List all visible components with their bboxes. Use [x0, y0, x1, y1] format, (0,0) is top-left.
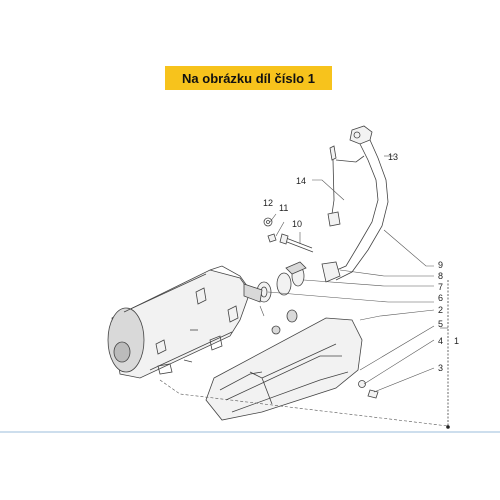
callout-11: 11: [279, 203, 288, 213]
callout-14: 14: [296, 176, 306, 186]
washer-12: [263, 217, 273, 227]
exhaust-header-pipe: [321, 125, 389, 283]
rubber-mount: [286, 309, 298, 323]
pipe-clamp: [276, 261, 307, 296]
frame-corner-dot: [446, 425, 450, 429]
callout-1: 1: [454, 336, 459, 346]
callout-4: 4: [438, 336, 443, 346]
bolt-10: [279, 233, 314, 253]
rubber-mount-small: [271, 325, 281, 335]
callout-13: 13: [388, 152, 398, 162]
callout-7: 7: [438, 282, 443, 292]
washer-12-hole: [266, 220, 270, 224]
callout-10: 10: [292, 219, 302, 229]
callout-8: 8: [438, 271, 443, 281]
part-highlight-banner: Na obrázku díl číslo 1: [165, 66, 332, 90]
callout-9: 9: [438, 260, 443, 270]
callout-5: 5: [438, 319, 443, 329]
callout-3: 3: [438, 363, 443, 373]
muffler-body: [107, 265, 263, 379]
callout-6: 6: [438, 293, 443, 303]
lambda-sensor: [327, 145, 365, 227]
heat-shield: [205, 317, 363, 421]
callout-12: 12: [263, 198, 273, 208]
leader-lines: [159, 155, 449, 427]
nut-11: [267, 233, 277, 243]
callout-2: 2: [438, 305, 443, 315]
washer-4: [358, 380, 366, 388]
